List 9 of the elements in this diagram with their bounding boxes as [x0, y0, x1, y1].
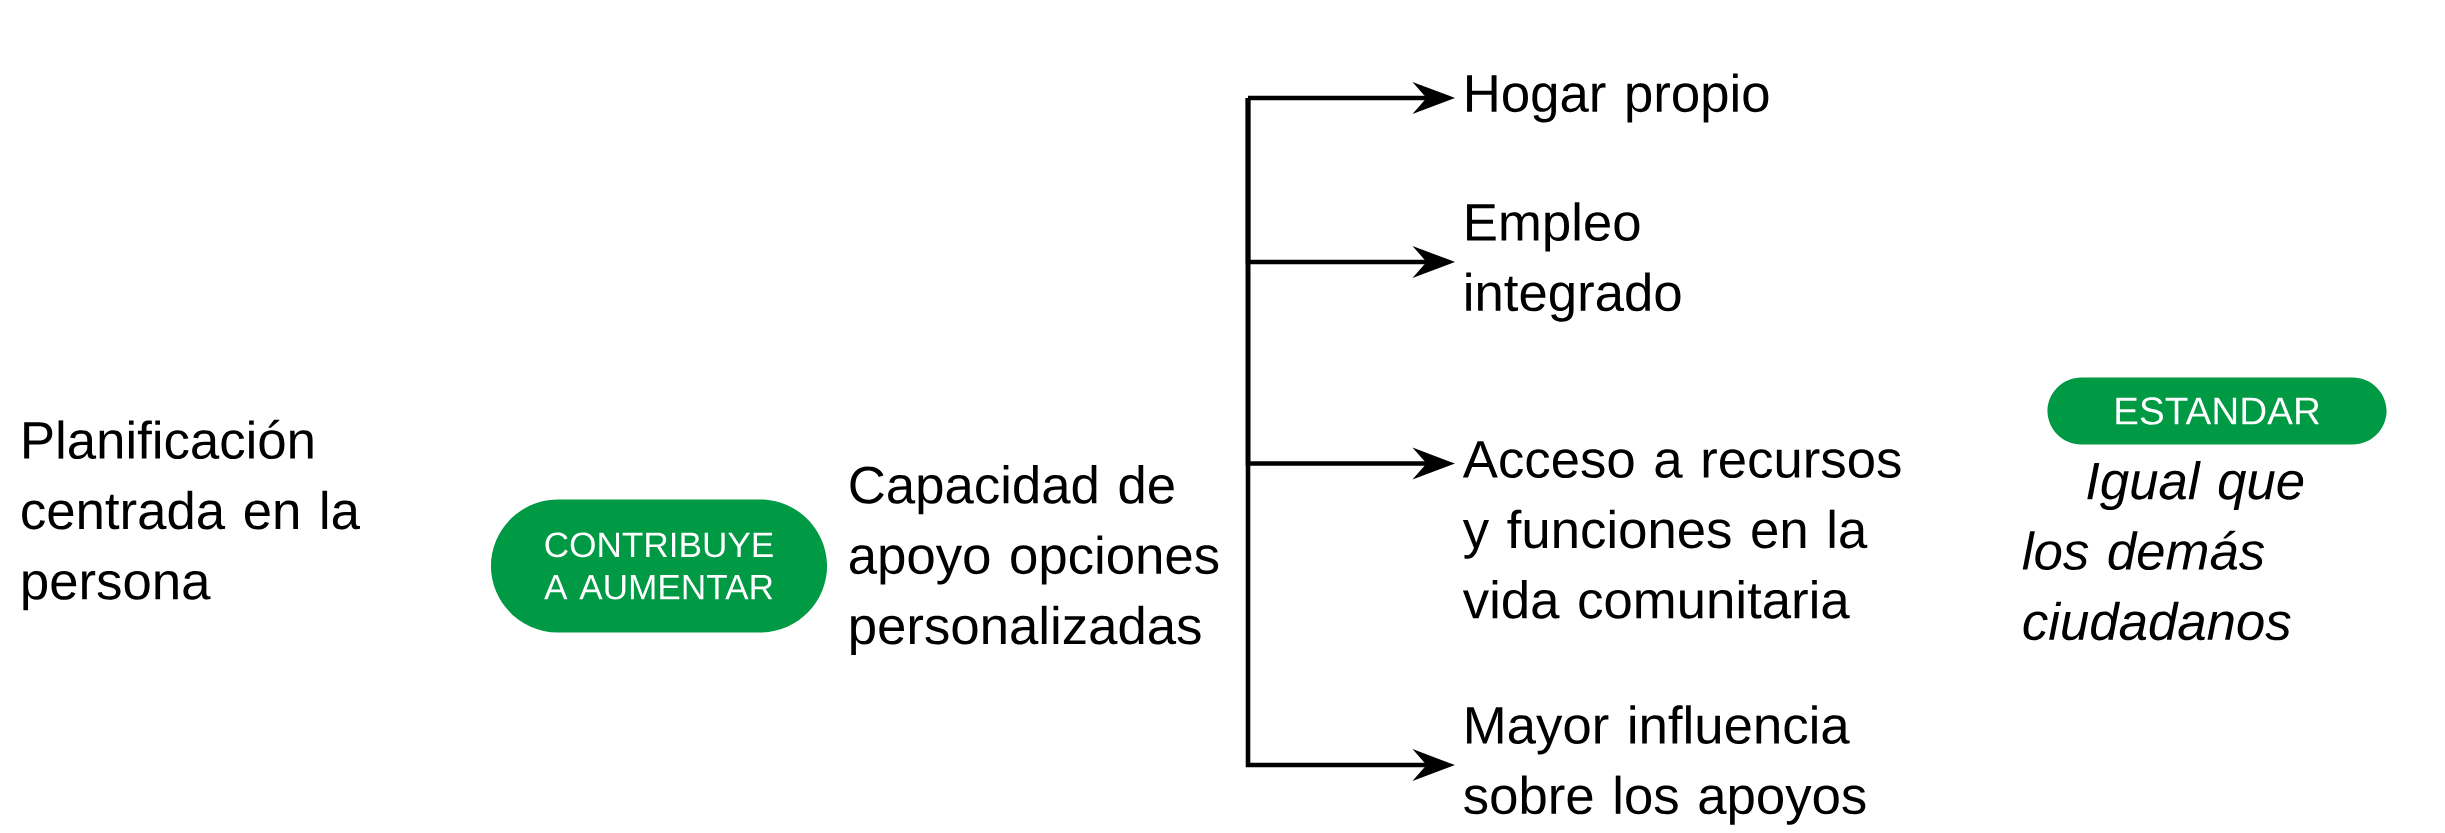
- text-label: Empleo integrado: [1466, 202, 1681, 322]
- text-label: Mayor influencia sobre los apoyos: [1464, 705, 1866, 825]
- pill-label: CONTRIBUYE A AUMENTAR: [490, 499, 828, 633]
- pill-label: ESTANDAR: [2047, 377, 2387, 445]
- italic-note: Igual que los demás ciudadanos: [2022, 460, 2304, 641]
- text-label: Capacidad de apoyo opciones personalizadas: [850, 465, 1219, 655]
- text-label: Planificación centrada en la persona: [22, 419, 360, 611]
- text-label: Hogar propio: [1467, 73, 1769, 123]
- text-label: Acceso a recursos y funciones en la vida comunitaria: [1462, 441, 1901, 619]
